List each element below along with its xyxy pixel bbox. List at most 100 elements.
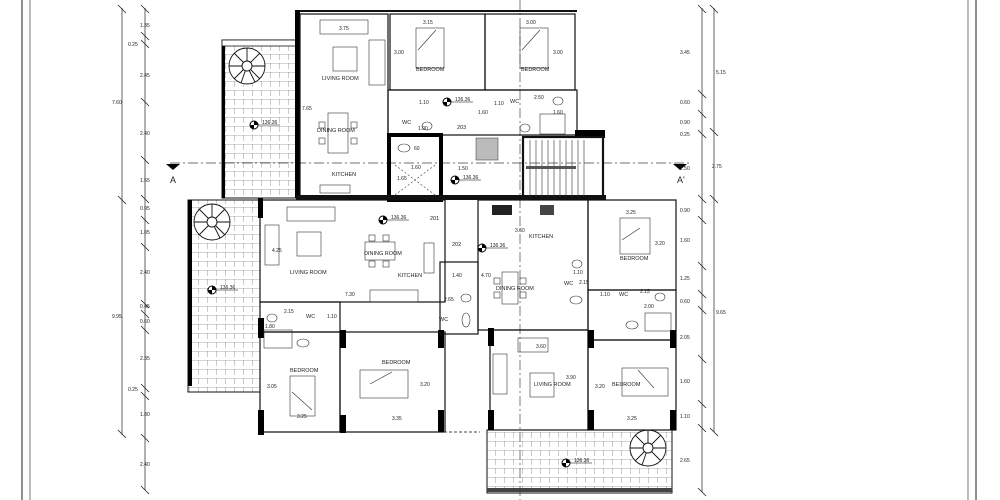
svg-text:1.40: 1.40 [452, 273, 462, 279]
svg-text:BEDROOM: BEDROOM [521, 67, 550, 73]
svg-text:1.10: 1.10 [494, 101, 504, 107]
bed [519, 27, 549, 69]
spiral-stair-icon [193, 203, 231, 241]
svg-text:2.50: 2.50 [680, 166, 690, 172]
bathtub [263, 329, 293, 349]
svg-text:136.36: 136.36 [463, 175, 479, 181]
svg-text:136.36: 136.36 [220, 285, 236, 291]
section-label-right: A' [677, 175, 685, 185]
svg-text:1.80: 1.80 [265, 324, 275, 330]
unit-c-walls [477, 199, 677, 431]
dining-table [318, 112, 358, 154]
svg-text:0.25: 0.25 [680, 132, 690, 138]
svg-text:1.00: 1.00 [418, 126, 428, 132]
unit-b-walls [258, 198, 480, 435]
bed [415, 27, 445, 69]
svg-text:7.65: 7.65 [302, 106, 312, 112]
svg-text:5.15: 5.15 [716, 70, 726, 76]
section-mark-left: A [166, 164, 180, 185]
svg-text:2.15: 2.15 [579, 280, 589, 286]
svg-text:2.05: 2.05 [680, 335, 690, 341]
svg-text:1.10: 1.10 [680, 414, 690, 420]
svg-text:136.36: 136.36 [391, 215, 407, 221]
toilet [266, 293, 472, 348]
room-labels: LIVING ROOM DINING ROOM KITCHEN BEDROOM … [290, 67, 649, 388]
svg-text:3.00: 3.00 [553, 50, 563, 56]
svg-text:136.36: 136.36 [574, 458, 590, 464]
svg-text:WC: WC [306, 314, 315, 320]
svg-text:WC: WC [510, 99, 519, 105]
svg-text:136.36: 136.36 [262, 120, 278, 126]
svg-text:0.95: 0.95 [140, 206, 150, 212]
svg-text:2.15: 2.15 [640, 289, 650, 295]
svg-text:1.60: 1.60 [553, 110, 563, 116]
svg-text:1.10: 1.10 [327, 314, 337, 320]
svg-text:LIVING ROOM: LIVING ROOM [322, 76, 359, 82]
svg-text:1.60: 1.60 [680, 379, 690, 385]
svg-text:3.05: 3.05 [267, 384, 277, 390]
svg-text:3.35: 3.35 [392, 416, 402, 422]
svg-text:1.50: 1.50 [458, 166, 468, 172]
svg-text:0.25: 0.25 [128, 387, 138, 393]
svg-text:BEDROOM: BEDROOM [416, 67, 445, 73]
svg-text:0.90: 0.90 [680, 208, 690, 214]
svg-text:0.90: 0.90 [680, 120, 690, 126]
svg-text:1.05: 1.05 [140, 230, 150, 236]
svg-text:2.35: 2.35 [140, 356, 150, 362]
svg-text:136.36: 136.36 [490, 243, 506, 249]
svg-text:7.30: 7.30 [345, 292, 355, 298]
unit-a-walls [295, 10, 606, 202]
svg-text:3.90: 3.90 [566, 375, 576, 381]
coffee-table [296, 231, 322, 257]
svg-text:KITCHEN: KITCHEN [529, 234, 553, 240]
coffee-table [529, 372, 555, 398]
right-dimension-chain: 3.45 0.60 0.90 0.25 2.50 0.90 1.60 1.25 … [680, 4, 726, 497]
svg-text:BEDROOM: BEDROOM [612, 382, 641, 388]
svg-text:3.00: 3.00 [394, 50, 404, 56]
svg-text:4.70: 4.70 [481, 273, 491, 279]
svg-text:1.10: 1.10 [419, 100, 429, 106]
section-mark-right: A' [673, 164, 687, 185]
dining-table [493, 271, 527, 305]
svg-text:BEDROOM: BEDROOM [290, 368, 319, 374]
sofa [492, 337, 549, 395]
kitchen-counter [423, 242, 435, 274]
bathtub [644, 312, 672, 332]
svg-text:2.65: 2.65 [680, 458, 690, 464]
svg-text:2.00: 2.00 [644, 304, 654, 310]
svg-text:DINING ROOM: DINING ROOM [496, 286, 534, 292]
bed [619, 217, 651, 255]
svg-text:3.25: 3.25 [626, 210, 636, 216]
svg-text:2.40: 2.40 [140, 131, 150, 137]
svg-text:3.20: 3.20 [420, 382, 430, 388]
svg-text:1.10: 1.10 [573, 270, 583, 276]
svg-text:KITCHEN: KITCHEN [332, 172, 356, 178]
svg-text:3.75: 3.75 [339, 26, 349, 32]
kitchen-sink [319, 184, 351, 194]
svg-text:LIVING ROOM: LIVING ROOM [290, 270, 327, 276]
svg-text:WC: WC [439, 317, 448, 323]
svg-text:3.00: 3.00 [526, 20, 536, 26]
svg-text:4.25: 4.25 [272, 248, 282, 254]
svg-text:2.45: 2.45 [140, 73, 150, 79]
bathtub [539, 113, 566, 135]
svg-text:136.36: 136.36 [455, 97, 471, 103]
svg-text:1.25: 1.25 [680, 276, 690, 282]
dining-table [364, 234, 396, 268]
svg-text:1.65: 1.65 [397, 176, 407, 182]
coffee-table [332, 46, 358, 72]
toilet [569, 259, 666, 330]
spiral-stair-icon [629, 429, 667, 467]
svg-text:3.25: 3.25 [627, 416, 637, 422]
svg-text:9.65: 9.65 [716, 310, 726, 316]
svg-text:2.75: 2.75 [712, 164, 722, 170]
svg-text:DINING ROOM: DINING ROOM [317, 128, 355, 134]
svg-text:BEDROOM: BEDROOM [620, 256, 649, 262]
svg-text:1.65: 1.65 [140, 178, 150, 184]
svg-text:9.95: 9.95 [112, 314, 122, 320]
svg-text:3.15: 3.15 [423, 20, 433, 26]
svg-text:201: 201 [430, 216, 439, 222]
svg-text:2.50: 2.50 [534, 95, 544, 101]
svg-text:203: 203 [457, 125, 466, 131]
svg-text:1.60: 1.60 [411, 165, 421, 171]
